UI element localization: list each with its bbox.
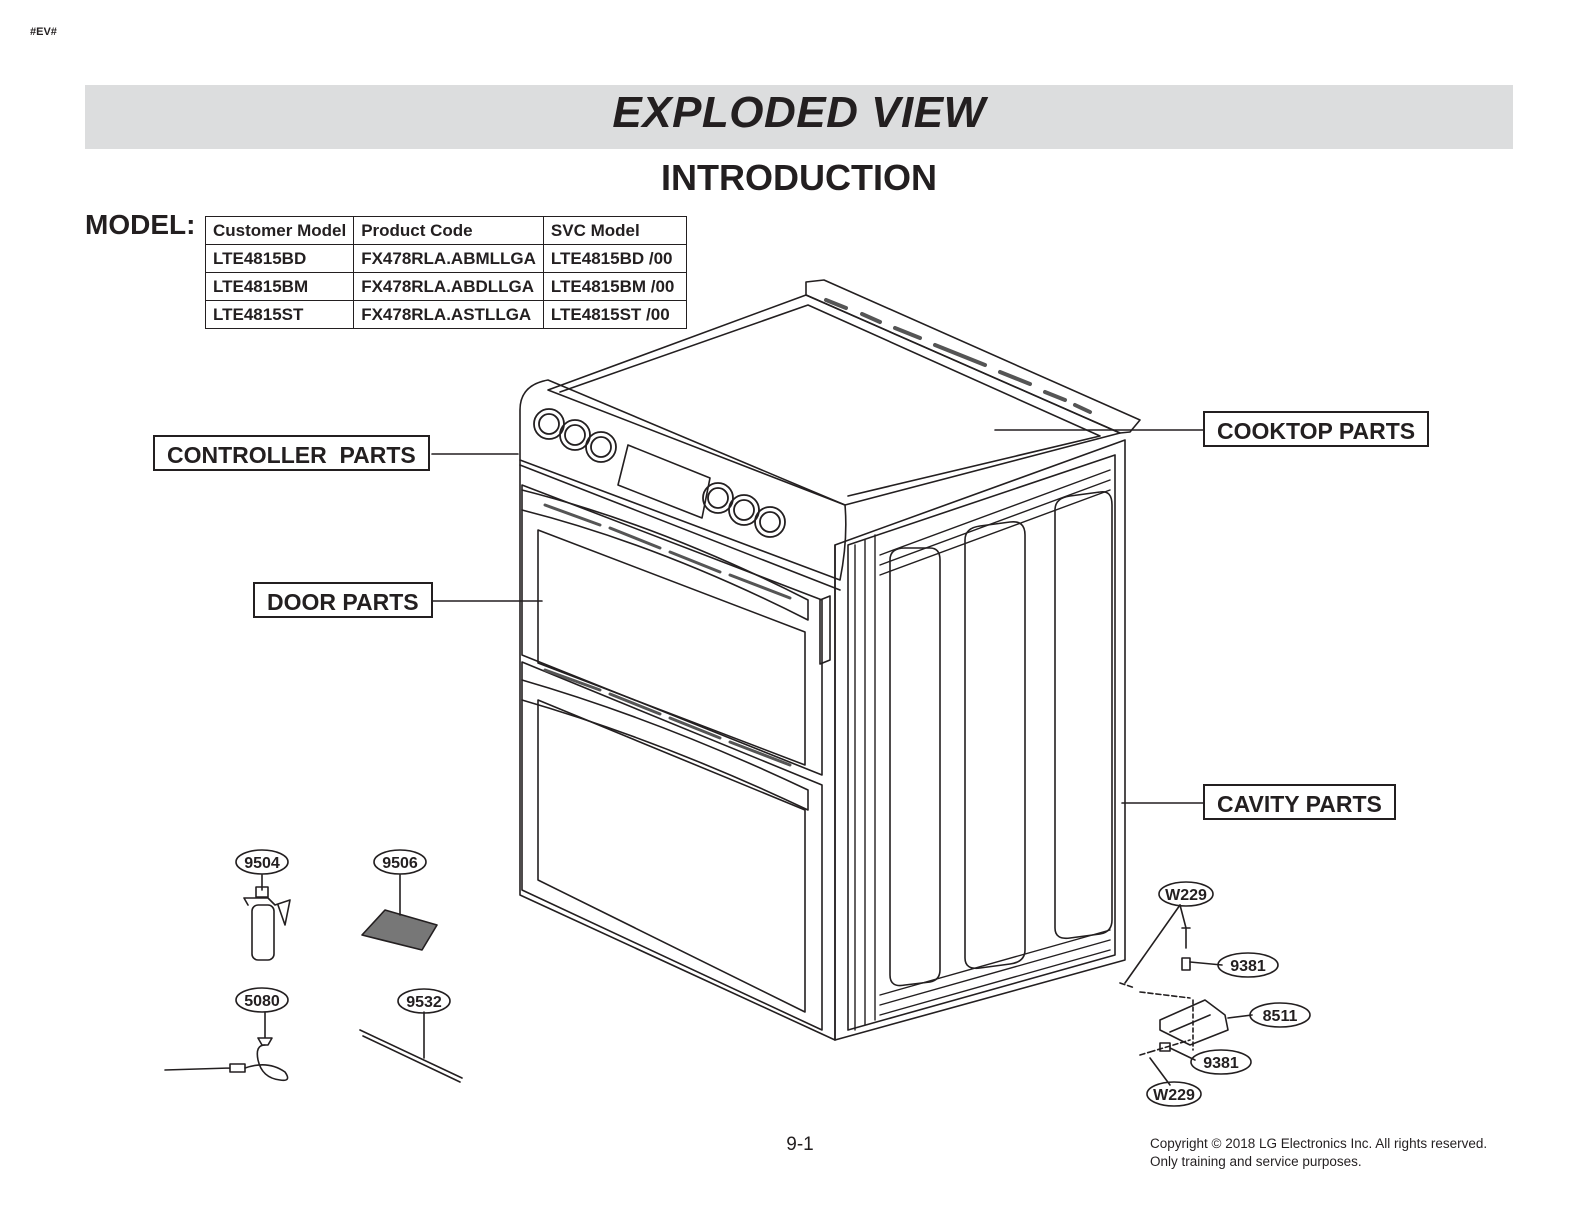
section-subtitle: INTRODUCTION xyxy=(661,157,937,198)
part-number: W229 xyxy=(1165,887,1207,904)
model-label: MODEL: xyxy=(85,209,196,240)
table-cell: FX478RLA.ABMLLGA xyxy=(353,244,544,273)
control-knob-icon xyxy=(533,408,786,538)
backguard xyxy=(805,279,1141,434)
side-slot xyxy=(819,595,831,665)
model-table-header-row: Customer Model Product Code SVC Model xyxy=(204,216,687,245)
table-cell: FX478RLA.ABDLLGA xyxy=(353,272,544,301)
meat-probe-icon xyxy=(164,1011,289,1082)
cavity-side-ribs xyxy=(854,469,1111,1031)
backguard-vents xyxy=(824,298,1092,414)
part-number-oval xyxy=(373,849,427,875)
table-row: LTE4815ST FX478RLA.ASTLLGA LTE4815ST /00 xyxy=(204,300,687,329)
lower-door-handle xyxy=(521,679,809,811)
cavity-side-window xyxy=(1054,490,1113,940)
table-cell: LTE4815ST /00 xyxy=(542,300,687,329)
table-cell: LTE4815BD /00 xyxy=(542,244,687,273)
table-cell: LTE4815ST xyxy=(204,300,355,329)
upper-door-handle xyxy=(521,489,809,621)
part-number: 9504 xyxy=(244,855,280,872)
model-table: Customer Model Product Code SVC Model LT… xyxy=(204,216,687,329)
oven-rod-icon xyxy=(359,1011,463,1083)
part-number-oval xyxy=(1158,881,1214,907)
cavity-side-panel xyxy=(834,439,1126,1041)
document-tag: #EV# xyxy=(30,26,57,38)
column-header: Customer Model xyxy=(204,216,355,245)
spray-bottle-icon xyxy=(243,874,291,961)
title-band xyxy=(85,85,1513,149)
part-number-oval xyxy=(397,988,451,1014)
anti-tip-bracket-icon xyxy=(1159,999,1253,1051)
cavity-side-window xyxy=(889,547,941,987)
cavity-side-window xyxy=(964,520,1026,970)
spacer-icon xyxy=(1149,957,1223,1086)
part-number: 9381 xyxy=(1230,958,1266,975)
copyright-line: Copyright © 2018 LG Electronics Inc. All… xyxy=(1150,1136,1488,1151)
part-number: 8511 xyxy=(1263,1008,1298,1025)
control-panel xyxy=(519,379,847,581)
callout-cooktop-parts[interactable]: COOKTOP PARTS xyxy=(1203,411,1430,447)
page-title: EXPLODED VIEW xyxy=(612,88,986,137)
part-number-oval xyxy=(1190,1049,1252,1075)
upper-oven-door xyxy=(521,484,823,776)
part-number: 9506 xyxy=(382,855,418,872)
part-number-oval xyxy=(235,987,289,1013)
page-number: 9-1 xyxy=(786,1134,814,1155)
column-header: Product Code xyxy=(353,216,544,245)
callout-door-parts[interactable]: DOOR PARTS xyxy=(253,582,433,618)
part-number-oval xyxy=(1217,952,1279,978)
range-front-body xyxy=(519,459,836,1041)
part-number-oval xyxy=(1249,1002,1311,1028)
table-row: LTE4815BD FX478RLA.ABMLLGA LTE4815BD /00 xyxy=(204,244,687,273)
copyright-line: Only training and service purposes. xyxy=(1150,1154,1362,1169)
copyright-notice: Copyright © 2018 LG Electronics Inc. All… xyxy=(1150,1135,1487,1171)
cooktop-inner-edge xyxy=(559,304,1101,497)
part-number: 9381 xyxy=(1203,1055,1239,1072)
grill-pad-icon xyxy=(361,874,438,951)
part-number-oval xyxy=(1146,1081,1202,1107)
part-number: 9532 xyxy=(406,994,442,1011)
table-cell: LTE4815BM /00 xyxy=(542,272,687,301)
screw-icon xyxy=(1119,904,1191,1056)
lower-door-vents xyxy=(543,668,792,767)
callout-cavity-parts[interactable]: CAVITY PARTS xyxy=(1203,784,1396,820)
part-number-oval xyxy=(235,849,289,875)
lower-oven-door xyxy=(521,661,823,1031)
part-number: 5080 xyxy=(244,993,280,1010)
display-window xyxy=(617,444,711,519)
callout-controller-parts[interactable]: CONTROLLER PARTS xyxy=(153,435,430,471)
upper-door-vents xyxy=(543,503,792,600)
table-cell: FX478RLA.ASTLLGA xyxy=(353,300,544,329)
part-number: W229 xyxy=(1153,1087,1195,1104)
